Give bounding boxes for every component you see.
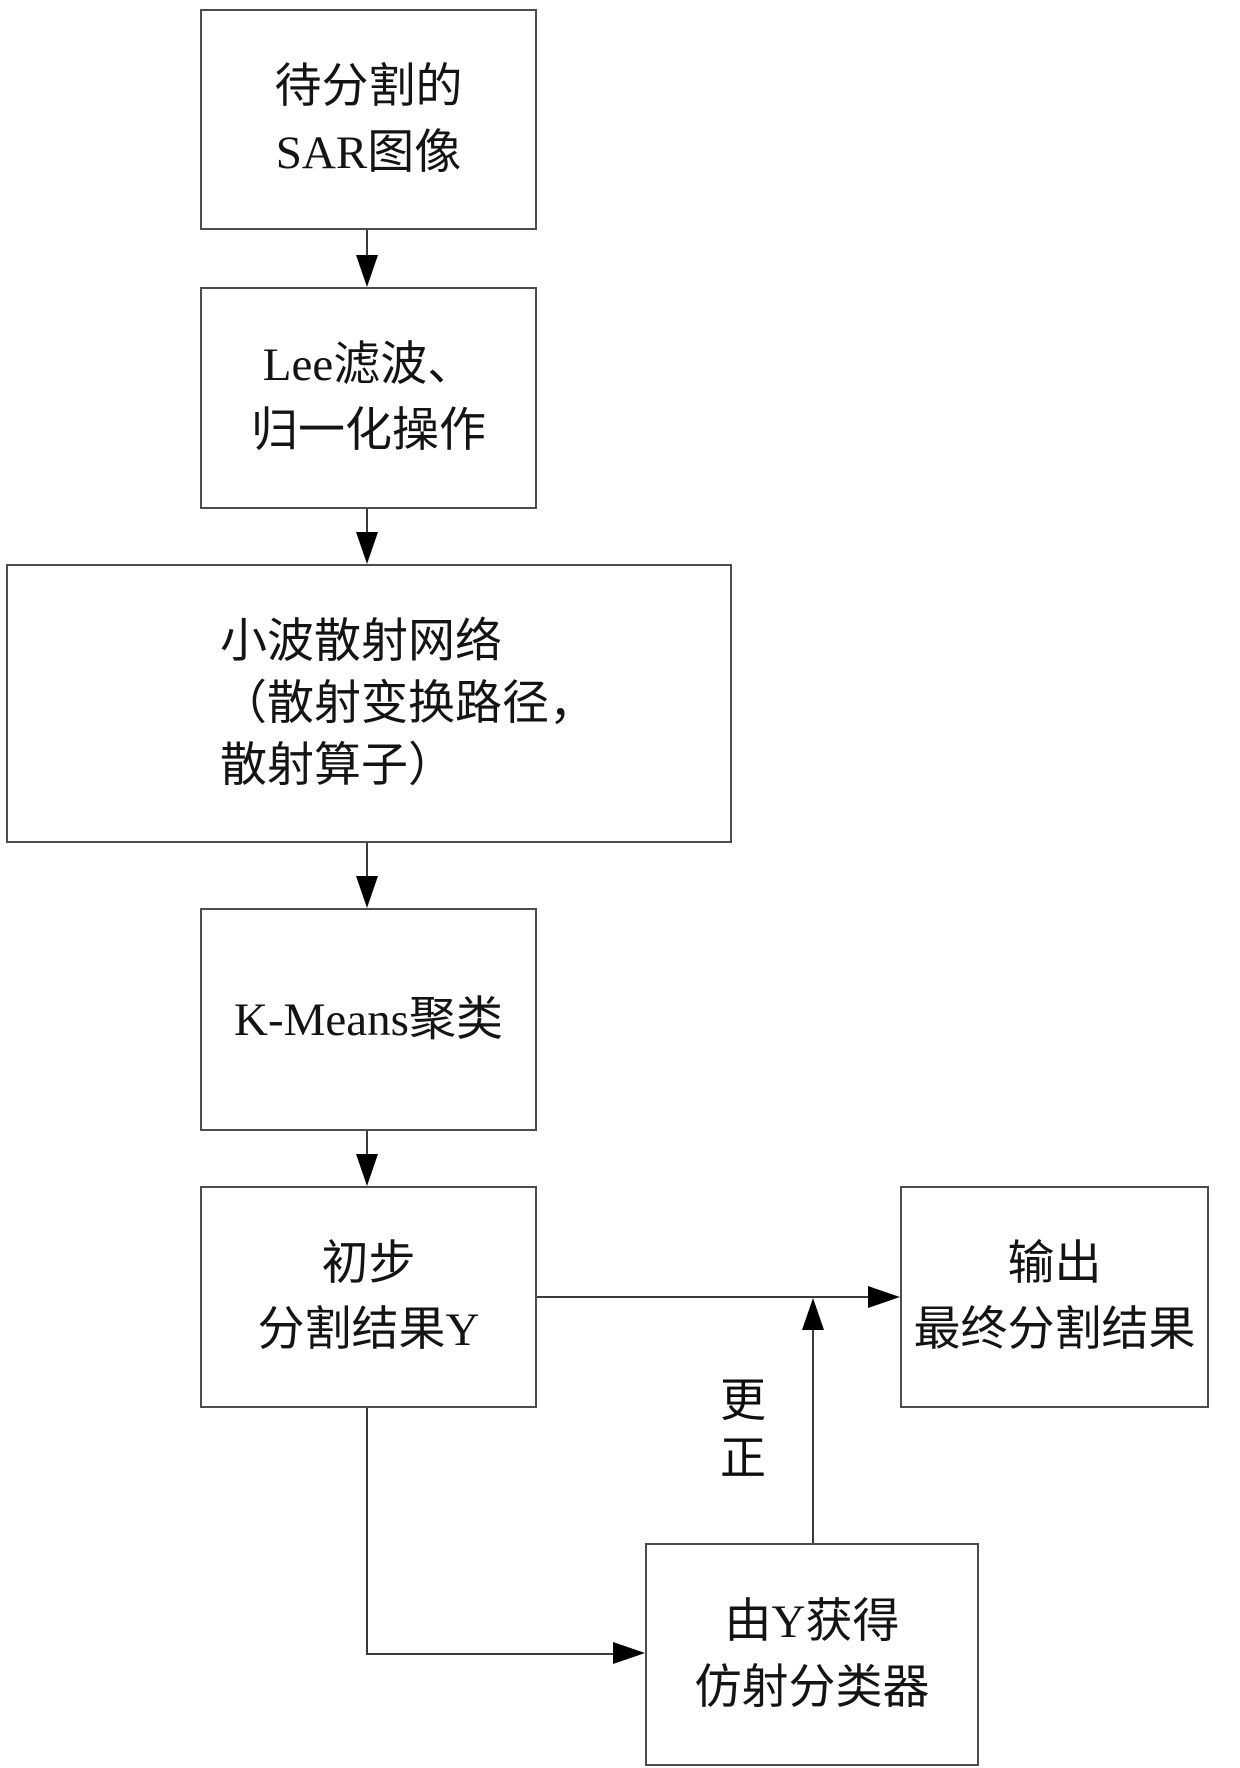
edge-label-correction: 更正 [720, 1375, 766, 1484]
node-wavelet-scattering-network: 小波散射网络 （散射变换路径， 散射算子） [6, 564, 732, 843]
node-text-line: 仿射分类器 [694, 1661, 930, 1714]
arrowhead-down-icon [356, 876, 378, 908]
node-kmeans-clustering: K-Means聚类 [200, 908, 537, 1131]
node-sar-image: 待分割的 SAR图像 [200, 9, 537, 230]
connector-scatter-to-kmeans [366, 843, 368, 878]
node-text-line: 小波散射网络 [220, 615, 502, 668]
arrowhead-right-icon [613, 1642, 645, 1664]
node-text-line: （散射变换路径， [220, 677, 596, 730]
node-final-segmentation-output: 输出 最终分割结果 [900, 1186, 1209, 1408]
node-affine-classifier: 由Y获得 仿射分类器 [645, 1543, 979, 1766]
node-text-line: 散射算子） [220, 739, 455, 792]
node-lee-filter: Lee滤波、 归一化操作 [200, 287, 537, 509]
connector-prelim-to-output [537, 1296, 870, 1298]
connector-prelim-to-classifier-horizontal [366, 1653, 614, 1655]
node-text-line: 输出 [1007, 1238, 1102, 1290]
connector-prelim-to-classifier-vertical [366, 1408, 368, 1655]
arrowhead-down-icon [356, 1154, 378, 1186]
node-text-line: K-Means聚类 [234, 993, 503, 1046]
arrowhead-down-icon [356, 532, 378, 564]
node-text-line: 归一化操作 [251, 405, 486, 457]
connector-sar-to-lee [366, 230, 368, 257]
node-text-line: Lee滤波、 [262, 339, 475, 391]
connector-kmeans-to-prelim [366, 1131, 368, 1156]
node-preliminary-segmentation-result: 初步 分割结果Y [200, 1186, 537, 1408]
arrowhead-up-icon [802, 1298, 824, 1330]
node-text-line: 最终分割结果 [913, 1304, 1196, 1356]
node-text-line: SAR图像 [275, 126, 462, 179]
arrowhead-down-icon [356, 255, 378, 287]
node-text-line: 分割结果Y [257, 1304, 480, 1356]
connector-classifier-to-output [812, 1330, 814, 1543]
node-text-line: 由Y获得 [724, 1595, 900, 1648]
connector-lee-to-scatter [366, 509, 368, 534]
node-text-line: 初步 [321, 1238, 416, 1290]
node-text-line: 待分割的 [274, 60, 463, 113]
arrowhead-right-icon [868, 1286, 900, 1308]
